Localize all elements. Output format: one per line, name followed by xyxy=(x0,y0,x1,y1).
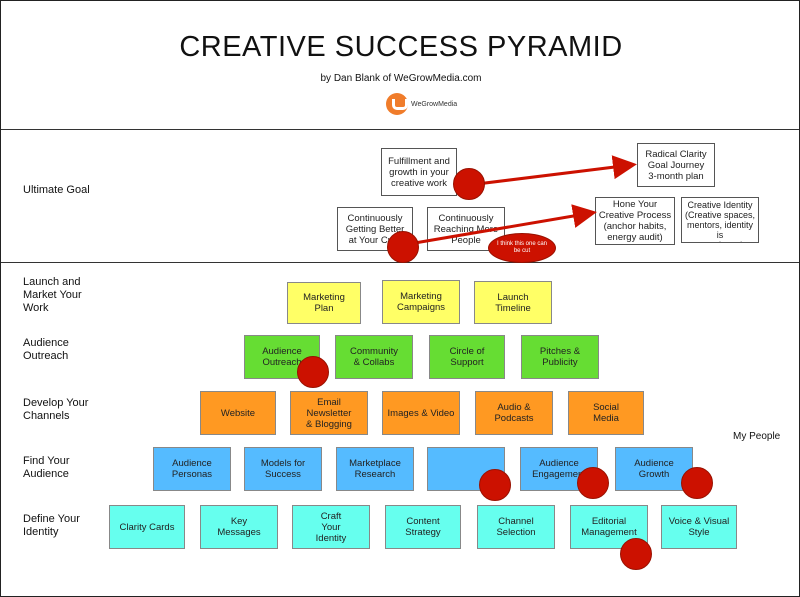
goal-fulfillment: Fulfillment and growth in your creative … xyxy=(381,148,457,196)
section-divider xyxy=(1,129,799,130)
red-marker xyxy=(681,467,713,499)
arrow-fulfillment-to-radical xyxy=(468,155,637,187)
red-marker xyxy=(479,469,511,501)
row-label-outreach: Audience Outreach xyxy=(23,337,69,362)
byline: by Dan Blank of WeGrowMedia.com xyxy=(320,73,482,84)
row-label-channels: Develop Your Channels xyxy=(23,397,89,422)
box-audience-growth: Audience Growth xyxy=(615,447,693,491)
box-pitches-publicity: Pitches & Publicity xyxy=(521,335,599,379)
box-marketing-plan: Marketing Plan xyxy=(287,282,361,324)
box-audio-podcasts: Audio & Podcasts xyxy=(475,391,553,435)
box-clarity-cards: Clarity Cards xyxy=(109,505,185,549)
box-website: Website xyxy=(200,391,276,435)
row-label-find: Find Your Audience xyxy=(23,455,70,480)
red-marker xyxy=(453,168,485,200)
row-label-ultimate-goal: Ultimate Goal xyxy=(23,184,90,196)
comment-note: I think this one can be cut xyxy=(488,233,556,263)
goal-hone-process: Hone Your Creative Process (anchor habit… xyxy=(595,197,675,245)
side-label-my-people: My People xyxy=(733,431,781,442)
box-marketplace-research: Marketplace Research xyxy=(336,447,414,491)
red-marker xyxy=(387,231,419,263)
box-key-messages: Key Messages xyxy=(200,505,278,549)
red-marker xyxy=(577,467,609,499)
goal-define-identity: Define Your Creative Identity (Creative … xyxy=(681,197,759,243)
page-title: CREATIVE SUCCESS PYRAMID xyxy=(179,31,623,63)
box-email-newsletter: Email Newsletter & Blogging xyxy=(290,391,368,435)
logo: WeGrowMedia xyxy=(386,93,457,115)
box-content-strategy: Content Strategy xyxy=(385,505,461,549)
box-community-collabs: Community & Collabs xyxy=(335,335,413,379)
box-images-video: Images & Video xyxy=(382,391,460,435)
box-social-media: Social Media xyxy=(568,391,644,435)
box-models-for-success: Models for Success xyxy=(244,447,322,491)
logo-text: WeGrowMedia xyxy=(411,100,458,108)
red-marker xyxy=(297,356,329,388)
box-channel-selection: Channel Selection xyxy=(477,505,555,549)
arrow-better-to-hone xyxy=(402,204,597,247)
box-marketing-campaigns: Marketing Campaigns xyxy=(382,280,460,324)
box-craft-identity: Craft Your Identity xyxy=(292,505,370,549)
box-audience-personas: Audience Personas xyxy=(153,447,231,491)
goal-radical-clarity: Radical Clarity Goal Journey 3-month pla… xyxy=(637,143,715,187)
row-label-launch: Launch and Market Your Work xyxy=(23,276,82,314)
box-launch-timeline: Launch Timeline xyxy=(474,281,552,324)
wegrowmedia-logo-icon xyxy=(386,93,408,115)
box-circle-of-support: Circle of Support xyxy=(429,335,505,379)
box-voice-visual-style: Voice & Visual Style xyxy=(661,505,737,549)
row-label-identity: Define Your Identity xyxy=(23,513,80,538)
red-marker xyxy=(620,538,652,570)
